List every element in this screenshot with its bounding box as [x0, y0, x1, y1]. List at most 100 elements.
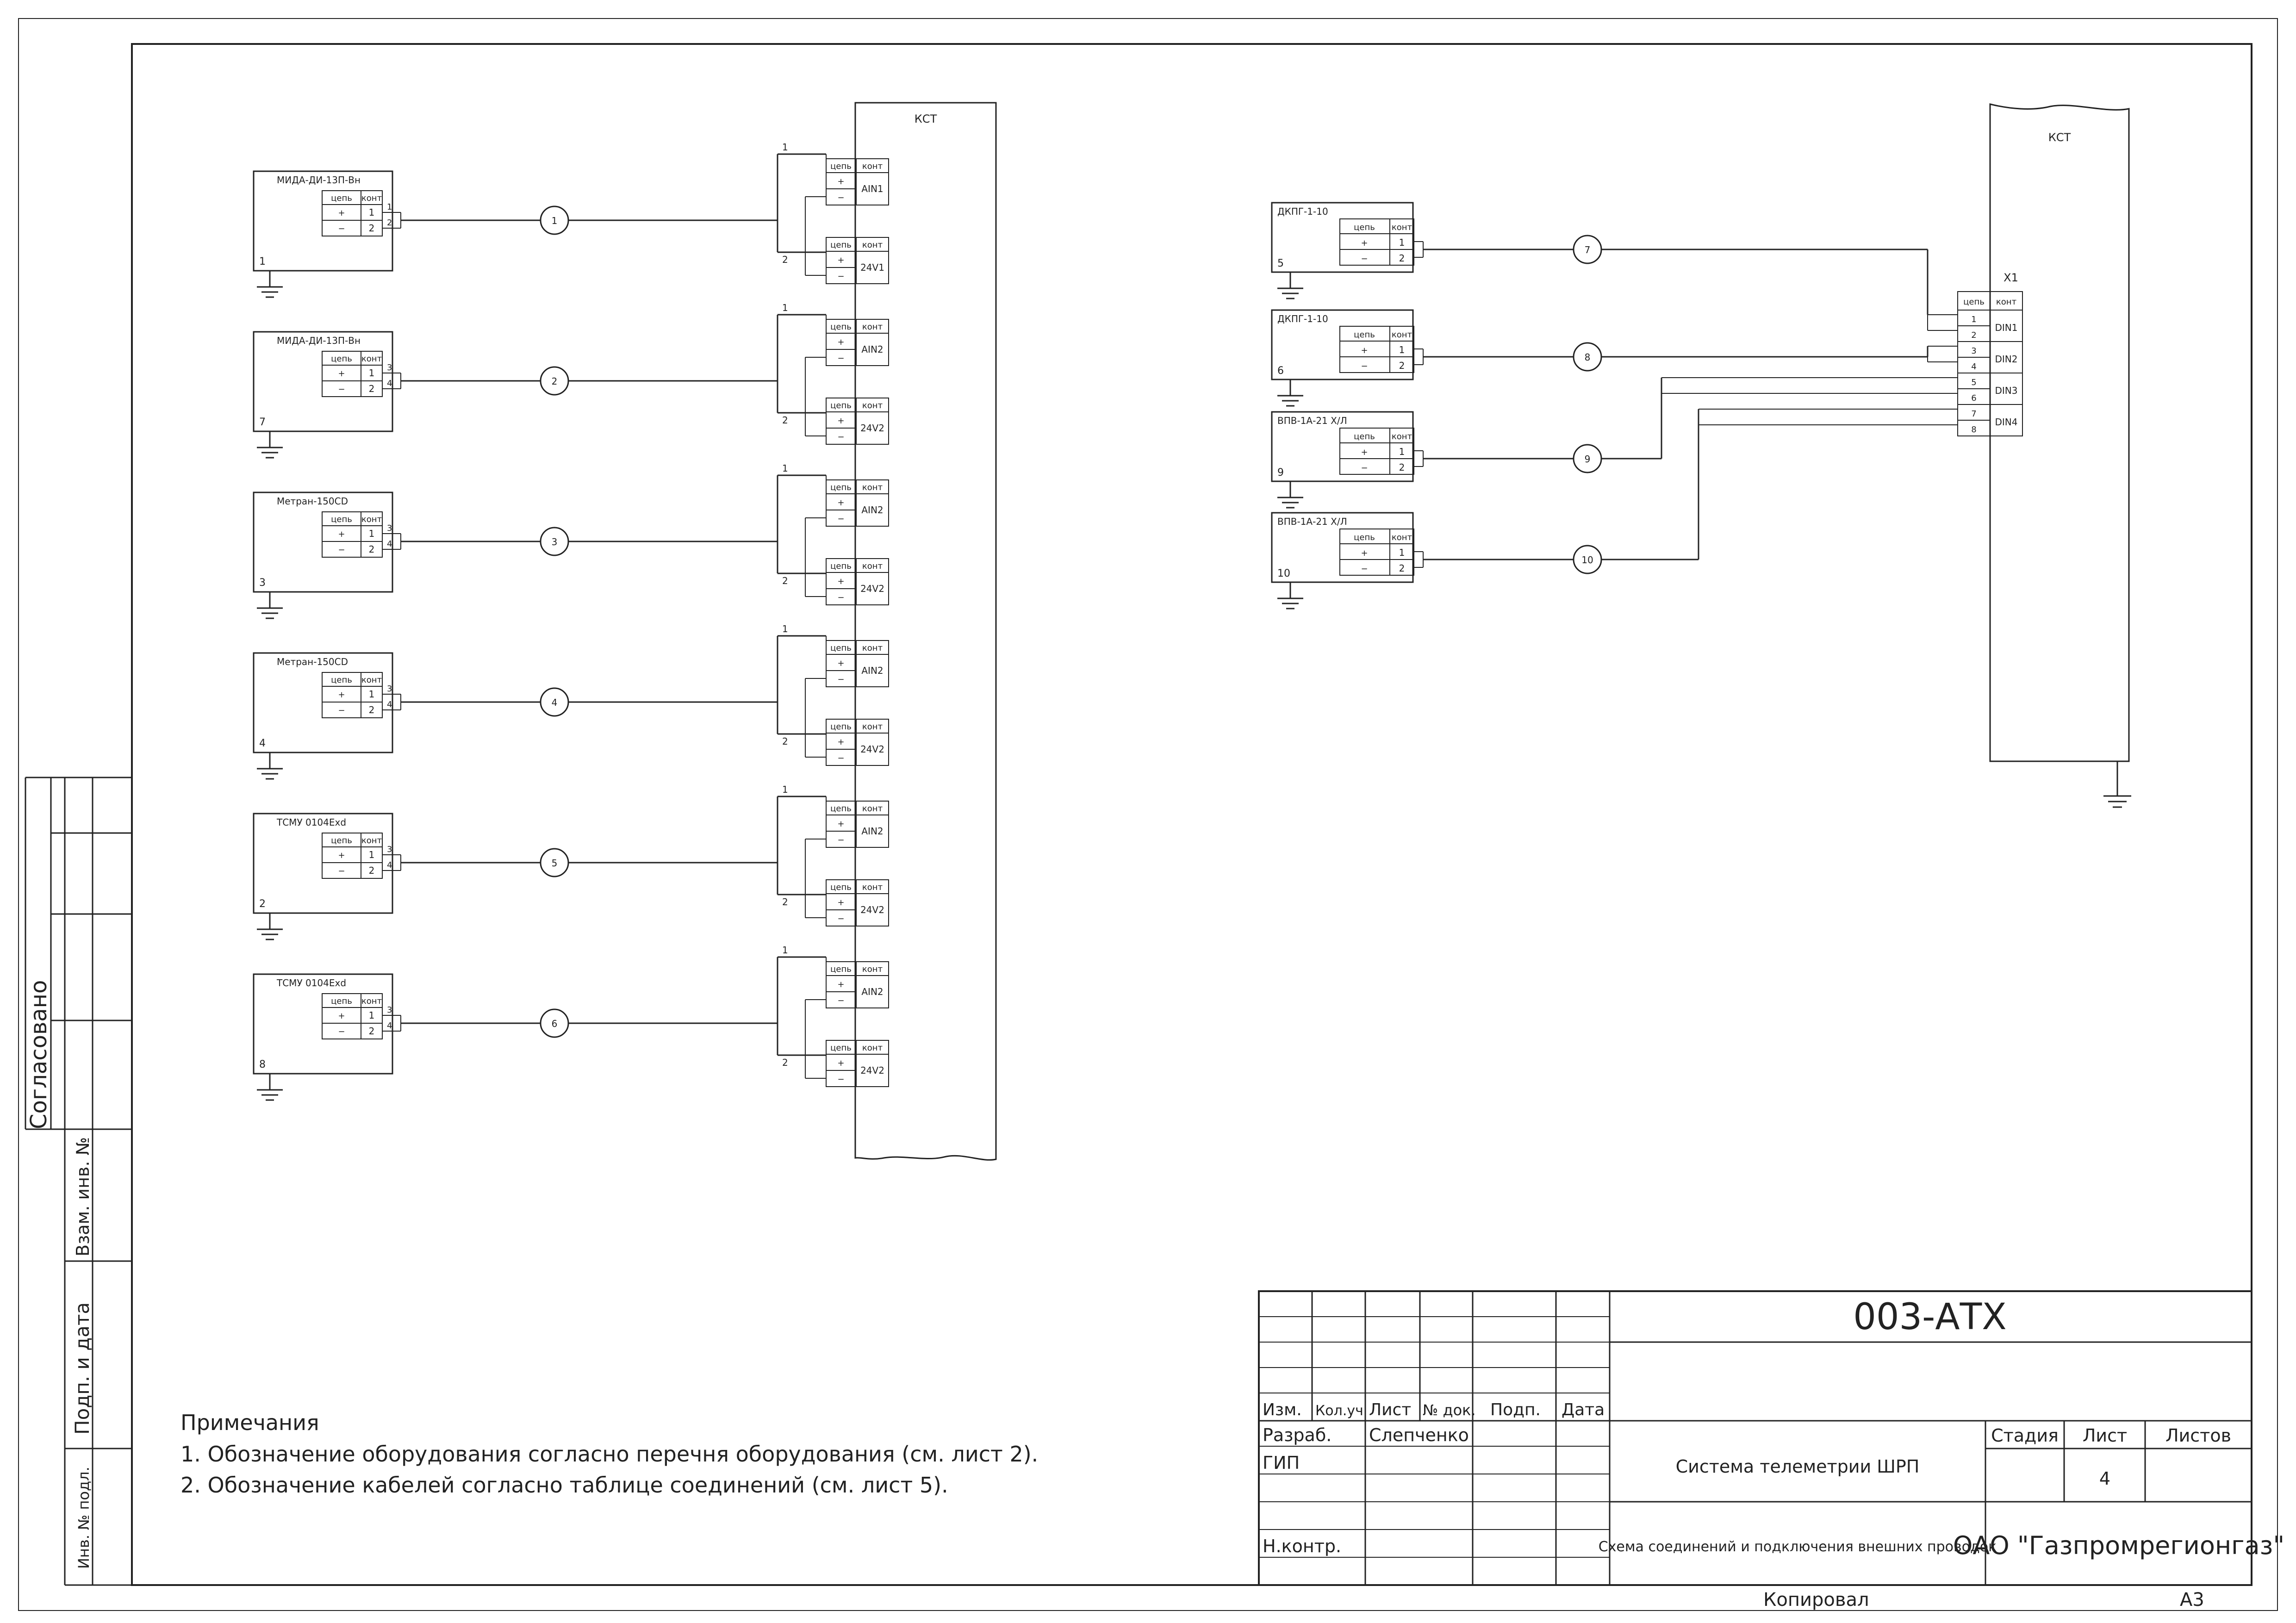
role-chief: ГИП: [1263, 1453, 1300, 1473]
terminal-contact-header: конт: [862, 1043, 883, 1053]
cable-number: 2: [552, 376, 558, 387]
sheet-title: Схема соединений и подключения внешних п…: [1599, 1539, 1997, 1555]
x1-signal: DIN4: [1995, 417, 2018, 428]
cable-number: 1: [552, 215, 558, 226]
terminal-wire-1: 1: [782, 623, 788, 634]
left-kct-block: КСТ: [854, 102, 997, 1161]
terminal-contact-header: конт: [862, 322, 883, 332]
device-box: [1271, 411, 1414, 482]
terminal-minus: −: [837, 835, 844, 845]
terminal-table: [826, 319, 889, 366]
device-number: 3: [259, 577, 266, 589]
role-developer: Разраб.: [1263, 1425, 1332, 1445]
terminal-signal: AIN2: [861, 504, 883, 516]
x1-label: X1: [2004, 271, 2018, 284]
pin-plus: +: [338, 208, 345, 218]
terminal-contact-header: конт: [862, 883, 883, 892]
device-number: 6: [1277, 365, 1284, 377]
pin-plus: +: [1361, 346, 1368, 355]
title-block: 003-АТХ Система телеметрии ШРП Схема сое…: [1258, 1290, 2284, 1586]
terminal-contact-header: конт: [862, 804, 883, 814]
ground-icon: [257, 913, 283, 940]
pin-minus: −: [338, 706, 345, 715]
terminal-wire-2: 2: [782, 254, 788, 265]
terminal-wire-1: 1: [782, 302, 788, 313]
pin-contact-header: конт: [1392, 330, 1412, 340]
terminal-plus: +: [837, 498, 844, 508]
x1-row-num: 7: [1971, 409, 1976, 419]
terminal-chain-header: цепь: [830, 322, 852, 332]
note-2: 2. Обозначение кабелей согласно таблице …: [180, 1473, 948, 1498]
terminal-plus: +: [837, 416, 844, 426]
x1-signal: DIN2: [1995, 354, 2018, 365]
ground-icon: [257, 1074, 283, 1101]
pin-chain-header: цепь: [331, 515, 352, 524]
pin-1: 1: [1399, 547, 1405, 558]
wire-num-b: 4: [387, 860, 392, 870]
terminal-table: [826, 961, 889, 1008]
pin-1: 1: [369, 849, 375, 860]
outer-border: [18, 18, 2278, 1611]
footer-copied: Копировал: [1763, 1589, 1869, 1611]
terminal-contact-header: конт: [862, 240, 883, 250]
device-box: [253, 813, 393, 914]
wire-num-a: 3: [387, 523, 392, 533]
pin-table: [322, 190, 383, 236]
terminal-chain-header: цепь: [830, 162, 852, 171]
x1-signal: DIN1: [1995, 322, 2018, 333]
pin-table: [322, 511, 383, 558]
pin-2: 2: [369, 223, 375, 234]
sheet-number: 4: [2099, 1468, 2110, 1489]
ground-icon: [1277, 481, 1303, 509]
wire-num-a: 3: [387, 845, 392, 854]
terminal-plus: +: [837, 659, 844, 668]
terminal-plus: +: [837, 177, 844, 187]
terminal-signal: 24V2: [860, 423, 884, 434]
x1-contact-header: конт: [1996, 297, 2016, 307]
terminal-minus: −: [837, 1075, 844, 1084]
x1-row-num: 8: [1971, 425, 1976, 435]
terminal-minus: −: [837, 193, 844, 203]
terminal-contact-header: конт: [862, 401, 883, 410]
x1-row-num: 4: [1971, 362, 1976, 372]
note-1: 1. Обозначение оборудования согласно пер…: [180, 1442, 1038, 1467]
terminal-wire-1: 1: [782, 945, 788, 956]
terminal-table: [826, 479, 889, 527]
terminal-signal: AIN2: [861, 826, 883, 837]
cable-number: 3: [552, 536, 558, 547]
pin-contact-header: конт: [361, 354, 382, 364]
cable-number: 9: [1585, 454, 1591, 465]
ground-icon: [257, 431, 283, 459]
terminal-plus: +: [837, 980, 844, 989]
terminal-chain-header: цепь: [830, 561, 852, 571]
pin-minus: −: [338, 385, 345, 394]
device-number: 10: [1277, 568, 1290, 579]
device-number: 1: [259, 256, 266, 267]
terminal-wire-2: 2: [782, 415, 788, 426]
x1-row-num: 2: [1971, 330, 1976, 340]
pin-minus: −: [1361, 463, 1368, 473]
agreed-label: Согласовано: [26, 980, 52, 1129]
pin-1: 1: [369, 1010, 375, 1021]
pin-minus: −: [338, 224, 345, 234]
x1-row-num: 1: [1971, 315, 1976, 324]
terminal-table: [826, 719, 889, 766]
cable-number: 10: [1581, 554, 1593, 566]
pin-minus: −: [338, 866, 345, 876]
terminal-wire-1: 1: [782, 463, 788, 474]
pin-plus: +: [338, 529, 345, 539]
pin-chain-header: цепь: [331, 836, 352, 846]
terminal-table: [826, 1040, 889, 1087]
device-name: Метран-150CD: [277, 496, 348, 507]
pin-2: 2: [1399, 360, 1405, 371]
terminal-contact-header: конт: [862, 722, 883, 732]
terminal-plus: +: [837, 737, 844, 747]
pin-minus: −: [1361, 564, 1368, 574]
pin-chain-header: цепь: [331, 193, 352, 203]
wire-num-b: 4: [387, 539, 392, 549]
